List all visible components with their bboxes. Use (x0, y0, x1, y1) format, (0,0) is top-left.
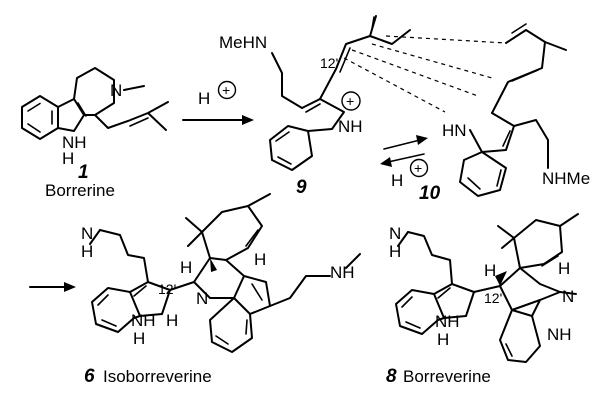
compound-name-1: Borrerine (45, 181, 115, 200)
atom-h: H (62, 149, 74, 168)
atom-nh-8b: NH (547, 325, 572, 344)
position-label-8: 12' (484, 290, 502, 306)
correspondence-lines (343, 35, 507, 113)
compound-8-structure: N H H 12' H N NH H NH 8 Borreverine (386, 213, 579, 387)
compound-number-8: 8 (386, 366, 397, 387)
reaction-arrow-protonation: H + (182, 80, 254, 125)
atom-n: N (110, 81, 122, 100)
compound-number-9: 9 (296, 177, 307, 198)
compound-number-1: 1 (78, 162, 89, 183)
atom-nh-6: NH (131, 311, 156, 330)
compound-name-6: Isoborreverine (103, 367, 212, 386)
reagent-charge: + (222, 82, 230, 98)
atom-h-6a: H (81, 242, 93, 261)
atom-nh: NH (62, 133, 87, 152)
atom-h-6e: H (133, 329, 145, 348)
atom-hn-10: HN (442, 121, 467, 140)
atom-n-8a: N (389, 224, 401, 243)
atom-mehn: MeHN (219, 33, 267, 52)
reaction-arrow-cyclization (29, 282, 76, 292)
reagent-proton-2: H (391, 171, 403, 190)
equilibrium-arrows: H + (380, 135, 429, 190)
atom-n-8b: N (562, 287, 574, 306)
atom-h-8d: H (437, 330, 449, 349)
atom-h-6b: H (180, 258, 192, 277)
atom-h-8a: H (389, 242, 401, 261)
atom-n-6a: N (81, 224, 93, 243)
charge-9: + (346, 93, 354, 109)
atom-nh-6b: NH (330, 263, 355, 282)
position-label-6: 12' (158, 281, 176, 297)
compound-1-structure: N NH H 1 Borrerine (21, 67, 169, 200)
compound-9-structure: MeHN 12' NH + 9 (219, 15, 411, 198)
atom-h-8b: H (484, 261, 496, 280)
reagent-proton: H (198, 89, 210, 108)
compound-number-6: 6 (84, 366, 95, 387)
compound-name-8: Borreverine (403, 367, 491, 386)
atom-nhme-10: NHMe (542, 169, 590, 188)
reagent-charge-2: + (414, 160, 422, 176)
atom-nh-9: NH (338, 117, 363, 136)
compound-10-structure: HN NHMe 10 (419, 23, 590, 204)
compound-6-structure: N H 12' H H H N NH H NH 6 Isoborreverine (81, 193, 361, 387)
atom-nh-8: NH (435, 312, 460, 331)
atom-h-8c: H (558, 259, 570, 278)
position-label-9: 12' (320, 55, 338, 71)
atom-h-6c: H (166, 311, 178, 330)
atom-n-6b: N (196, 289, 208, 308)
compound-number-10: 10 (419, 183, 441, 204)
atom-h-6d: H (254, 250, 266, 269)
